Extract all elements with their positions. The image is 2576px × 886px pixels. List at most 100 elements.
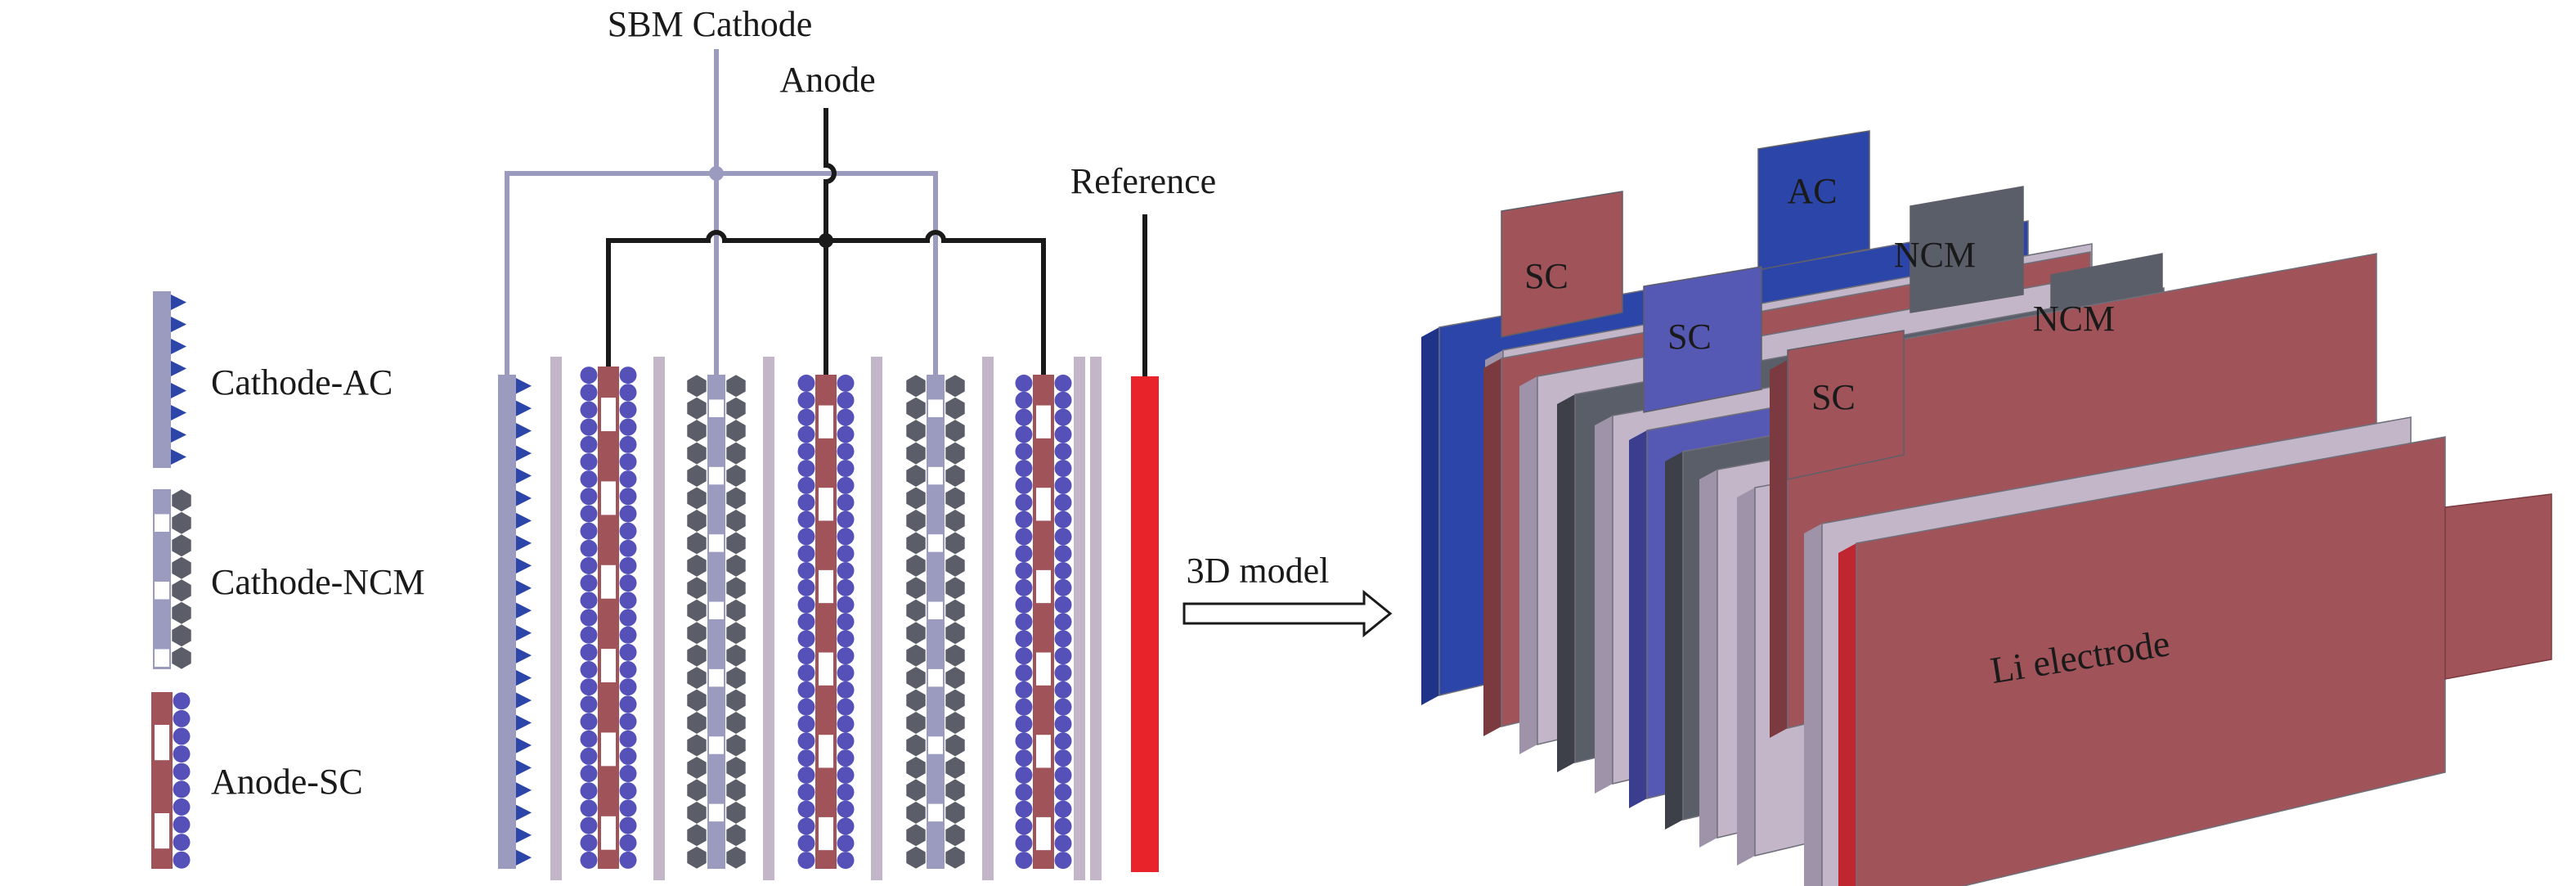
sc-particle (580, 626, 598, 644)
ncm-particle (726, 599, 746, 622)
ac-particle (516, 849, 532, 866)
sheet-edge (1699, 470, 1717, 848)
collector-gap (709, 668, 724, 687)
sc-particle (619, 539, 637, 557)
ncm-particle (726, 622, 746, 645)
sc-particle (797, 545, 815, 563)
ncm-particle (726, 712, 746, 734)
ac-particle (171, 317, 186, 332)
sheet-tab (1787, 330, 1905, 480)
ncm-particle (945, 622, 965, 645)
sc-particle (837, 749, 855, 767)
sc-particle (580, 713, 598, 731)
sc-particle (1015, 681, 1033, 699)
sc-particle (173, 798, 191, 816)
collector-gap (709, 466, 724, 485)
cathode-bus (505, 171, 938, 375)
sc-particle (1015, 800, 1033, 818)
ac-particle (516, 557, 532, 573)
collector-gap (819, 735, 833, 768)
sc-particle (1054, 613, 1072, 631)
sc-particle (619, 851, 637, 869)
sheet-edge (1629, 430, 1647, 808)
ncm-particle (945, 487, 965, 510)
ac-particle (516, 670, 532, 686)
sc-particle (797, 476, 815, 494)
ncm-particle (906, 824, 926, 847)
sc-particle (797, 800, 815, 818)
ncm-particle (906, 622, 926, 645)
ncm-particle (945, 779, 965, 802)
tab-label-sc-3: SC (1811, 377, 1856, 417)
sc-particle (837, 545, 855, 563)
collector-gap (1036, 652, 1051, 686)
collector-gap (709, 803, 724, 822)
sc-particle (580, 401, 598, 419)
current-collector (153, 291, 171, 468)
ncm-particle (906, 599, 926, 622)
ncm-particle (687, 420, 707, 443)
sc-particle (1054, 391, 1072, 409)
sc-particle (837, 715, 855, 733)
collector-gap (155, 813, 169, 849)
collector-gap (819, 816, 833, 851)
current-collector (707, 375, 725, 869)
sheet-edge (1421, 327, 1439, 705)
ncm-particle (906, 510, 926, 532)
sc-particle (580, 782, 598, 800)
sc-particle (797, 715, 815, 733)
ac-particle (516, 759, 532, 776)
ncm-particle (906, 667, 926, 690)
sc-particle (1015, 443, 1033, 461)
sc-particle (580, 367, 598, 385)
sc-particle (797, 443, 815, 461)
current-collector (815, 375, 837, 869)
collector-gap (601, 398, 616, 432)
separator (982, 357, 994, 880)
sc-particle (837, 578, 855, 596)
sc-particle (173, 709, 191, 727)
wiring (505, 49, 1147, 376)
ncm-particle (726, 757, 746, 779)
sc-particle (1054, 562, 1072, 580)
sc-particle (1054, 800, 1072, 818)
ac-particle (516, 737, 532, 753)
sc-particle (837, 460, 855, 478)
sheet-li-electrode (1838, 436, 2446, 886)
sheet-edge (1737, 488, 1755, 866)
sc-particle (580, 539, 598, 557)
sc-particle (837, 562, 855, 580)
sc-particle (837, 443, 855, 461)
sc-particle (1054, 596, 1072, 614)
ncm-particle (906, 757, 926, 779)
sc-particle (1054, 647, 1072, 665)
ncm-particle (726, 846, 746, 869)
ncm-particle (726, 667, 746, 690)
sc-particle (580, 505, 598, 523)
sc-particle (580, 799, 598, 817)
sc-particle (837, 510, 855, 528)
legend-cathode-ac-label: Cathode-AC (211, 362, 393, 403)
sc-particle (173, 834, 191, 852)
anode-label: Anode (779, 60, 875, 100)
ncm-particle (906, 420, 926, 443)
ncm-particle (726, 420, 746, 443)
sc-particle (837, 647, 855, 665)
sheet-edge (1804, 524, 1822, 886)
sheet-edge (1483, 358, 1501, 736)
sc-particle (619, 661, 637, 679)
sc-particle (837, 391, 855, 409)
ac-particle (516, 782, 532, 798)
ncm-particle (945, 757, 965, 779)
ncm-particle (726, 577, 746, 600)
ncm-particle (726, 689, 746, 712)
sc-particle (580, 522, 598, 540)
sc-particle (797, 391, 815, 409)
sheet-edge (1770, 360, 1788, 738)
ncm-particle (172, 556, 191, 579)
tab-label-sc-1: SC (1524, 256, 1568, 296)
collector-gap (709, 736, 724, 754)
junction-dot (709, 166, 724, 181)
legend-cathode-ac-symbol (153, 291, 186, 468)
sc-particle (837, 766, 855, 784)
